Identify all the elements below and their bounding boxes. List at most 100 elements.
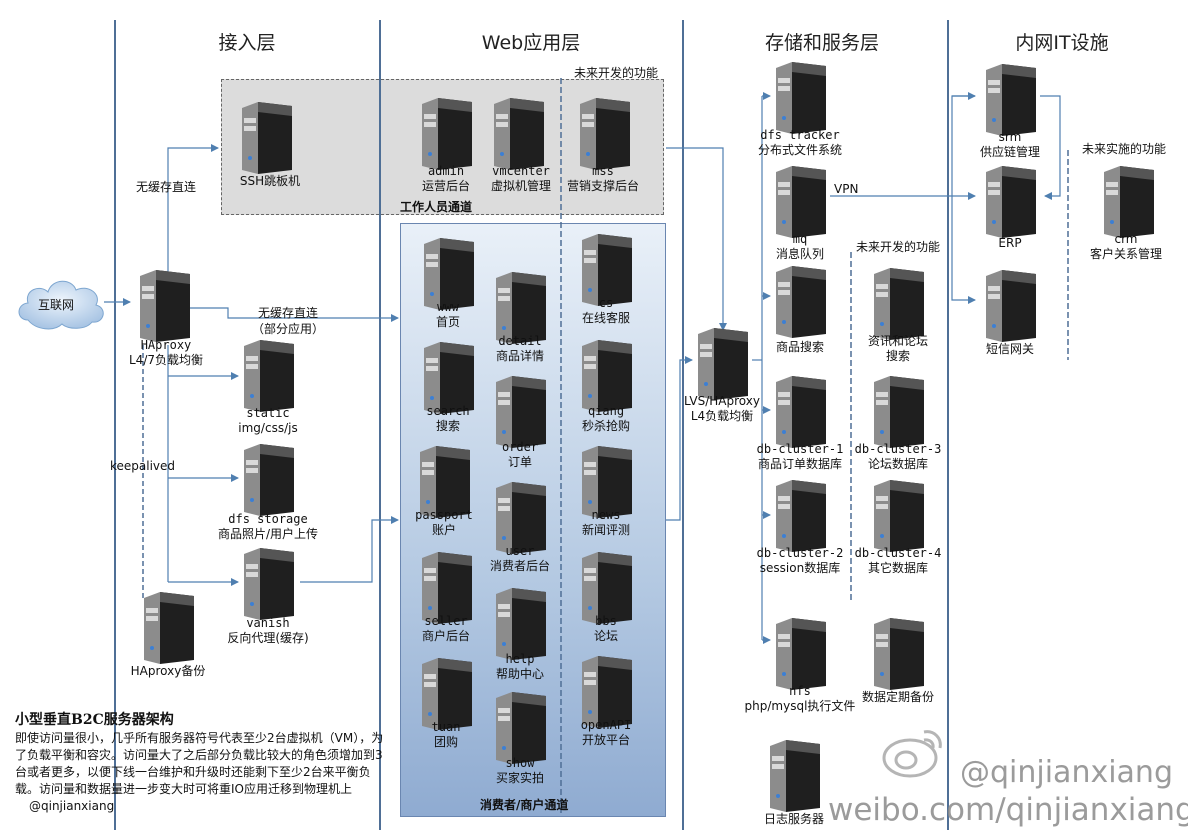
lvs-server-icon[interactable] [694, 326, 750, 402]
vmcenter-zh: 虚拟机管理 [490, 179, 551, 193]
haproxy-en: HAproxy [140, 338, 192, 352]
dfs-tracker-zh: 分布式文件系统 [757, 143, 842, 157]
seller-en: seller [424, 614, 468, 628]
lvs-zh: L4负载均衡 [690, 409, 754, 423]
admin-server-icon[interactable] [418, 96, 474, 172]
nfs-zh: php/mysql执行文件 [744, 699, 856, 713]
db3-server-icon[interactable] [870, 374, 926, 450]
seller-server-icon[interactable] [418, 550, 474, 626]
keepalived-note: keepalived [110, 459, 176, 473]
db2-server-icon[interactable] [772, 478, 828, 554]
internet-cloud-icon [18, 280, 104, 330]
erp-label: ERP [962, 236, 1058, 251]
static-server-icon[interactable] [240, 338, 296, 414]
sms-server-icon[interactable] [982, 268, 1038, 344]
future-storage-note: 未来开发的功能 [856, 240, 941, 254]
www-server-icon[interactable] [420, 236, 476, 312]
haproxy-server-icon[interactable] [136, 268, 192, 344]
haproxy-backup-server-icon[interactable] [140, 590, 196, 666]
mss-server-icon[interactable] [576, 96, 632, 172]
nfs-server-icon[interactable] [772, 616, 828, 692]
log-text: 日志服务器 [763, 812, 824, 826]
www-zh: 首页 [435, 315, 460, 329]
forum-search-server-icon[interactable] [870, 266, 926, 342]
db3-zh: 论坛数据库 [867, 457, 928, 471]
ssh-server-icon[interactable] [238, 100, 294, 176]
cs-server-icon[interactable] [578, 232, 634, 308]
help-server-icon[interactable] [492, 586, 548, 662]
bbs-server-icon[interactable] [578, 550, 634, 626]
show-en: show [505, 756, 535, 770]
future-it-note: 未来实施的功能 [1082, 142, 1167, 156]
watermark-url: weibo.com/qinjianxiang [828, 792, 1188, 828]
vmcenter-server-icon[interactable] [490, 96, 546, 172]
openapi-zh: 开放平台 [581, 733, 630, 747]
passport-server-icon[interactable] [416, 444, 472, 520]
qiang-en: qiang [587, 404, 625, 418]
order-server-icon[interactable] [492, 374, 548, 450]
tuan-server-icon[interactable] [418, 656, 474, 732]
admin-en: admin [427, 164, 465, 178]
qiang-server-icon[interactable] [578, 338, 634, 414]
db4-server-icon[interactable] [870, 478, 926, 554]
db1-en: db-cluster-1 [756, 442, 844, 456]
layer-title-web: Web应用层 [481, 32, 581, 54]
dfs-storage-zh: 商品照片/用户上传 [217, 527, 319, 541]
detail-server-icon[interactable] [492, 270, 548, 346]
db1-server-icon[interactable] [772, 374, 828, 450]
passport-zh: 账户 [431, 523, 456, 537]
bbs-zh: 论坛 [593, 629, 618, 643]
erp-server-icon[interactable] [982, 164, 1038, 240]
backup-label: 数据定期备份 [852, 690, 944, 705]
db4-zh: 其它数据库 [867, 561, 928, 575]
mq-en: mq [792, 232, 808, 246]
openapi-en: openAPI [580, 718, 632, 732]
passport-en: passport [415, 508, 473, 522]
crm-zh: 客户关系管理 [1089, 247, 1162, 261]
openapi-server-icon[interactable] [578, 654, 634, 730]
product-search-label: 商品搜索 [756, 340, 844, 355]
order-zh: 订单 [507, 455, 532, 469]
product-search-server-icon[interactable] [772, 264, 828, 340]
user-en: user [505, 544, 535, 558]
crm-server-icon[interactable] [1100, 164, 1156, 240]
dfs-tracker-en: dfs tracker [760, 128, 840, 142]
news-zh: 新闻评测 [581, 523, 630, 537]
srm-en: srm [998, 130, 1022, 144]
vanish-server-icon[interactable] [240, 546, 296, 622]
lvs-en: LVS/HAproxy [684, 394, 760, 408]
ssh-label-text: SSH跳板机 [239, 174, 301, 188]
log-label: 日志服务器 [748, 812, 840, 827]
user-server-icon[interactable] [492, 480, 548, 556]
news-server-icon[interactable] [578, 444, 634, 520]
description-author: @qinjianxiang [29, 799, 115, 813]
qiang-zh: 秒杀抢购 [581, 419, 630, 433]
dfs-tracker-server-icon[interactable] [772, 60, 828, 136]
srm-zh: 供应链管理 [979, 145, 1040, 159]
log-server-icon[interactable] [766, 738, 822, 814]
srm-server-icon[interactable] [982, 62, 1038, 138]
backup-server-icon[interactable] [870, 616, 926, 692]
search-server-icon[interactable] [420, 340, 476, 416]
show-server-icon[interactable] [492, 690, 548, 766]
db2-en: db-cluster-2 [756, 546, 844, 560]
weibo-logo-icon [882, 730, 942, 778]
no-cache-note-2: 无缓存直连 [258, 306, 319, 320]
partial-apps-note: （部分应用） [252, 322, 325, 336]
vanish-zh: 反向代理(缓存) [227, 631, 309, 645]
mq-server-icon[interactable] [772, 164, 828, 240]
static-en: static [246, 406, 290, 420]
dfs-storage-server-icon[interactable] [240, 442, 296, 518]
haproxy-zh: L4/7负载均衡 [129, 353, 203, 367]
show-zh: 买家实拍 [495, 771, 544, 785]
vpn-note: VPN [834, 182, 859, 196]
